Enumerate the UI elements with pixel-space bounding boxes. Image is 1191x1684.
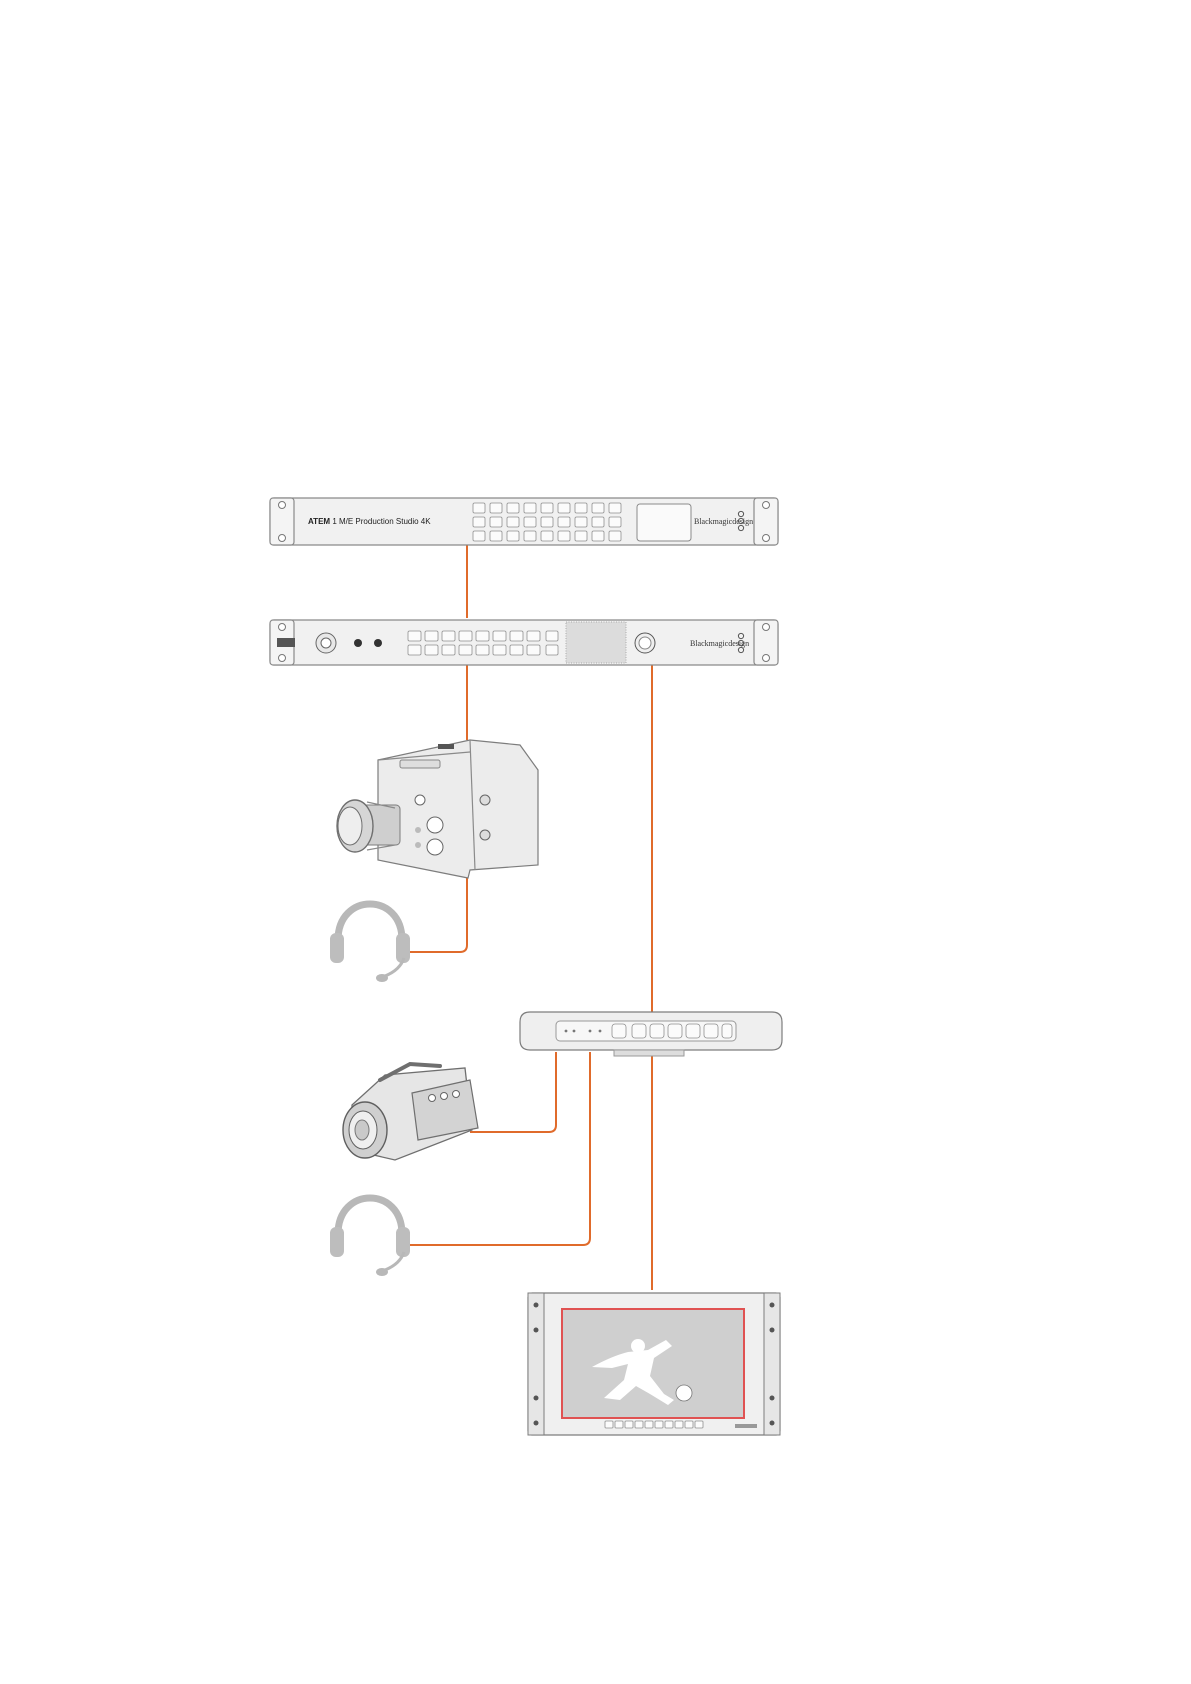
switcher-model-bold: ATEM bbox=[308, 517, 330, 526]
studio-camera-icon bbox=[337, 740, 538, 878]
ethernet-switch-icon bbox=[520, 1012, 782, 1056]
atem-switcher: ATEM 1 M/E Production Studio 4K Blackmag… bbox=[270, 498, 778, 545]
switcher-lcd-screen bbox=[637, 504, 691, 541]
mic-jack-icon bbox=[354, 639, 362, 647]
switcher-brand: Blackmagicdesign bbox=[694, 517, 753, 526]
smartview-monitor-icon bbox=[528, 1293, 780, 1435]
speaker-grille bbox=[566, 622, 626, 663]
switcher-model-rest: 1 M/E Production Studio 4K bbox=[332, 517, 431, 526]
converter-model-badge bbox=[277, 638, 295, 647]
cable-switch-to-camcorder bbox=[470, 1052, 556, 1132]
headset-icon bbox=[330, 1198, 410, 1276]
talkback-converter: Blackmagicdesign bbox=[270, 620, 778, 665]
monitor-screen bbox=[562, 1309, 744, 1418]
switcher-model-label: ATEM 1 M/E Production Studio 4K bbox=[308, 517, 431, 526]
switcher-button-grid bbox=[473, 503, 621, 541]
camcorder-icon bbox=[343, 1064, 478, 1160]
headphone-jack-icon bbox=[374, 639, 382, 647]
cable-camera-to-headset bbox=[400, 870, 467, 952]
headset-icon bbox=[330, 904, 410, 982]
